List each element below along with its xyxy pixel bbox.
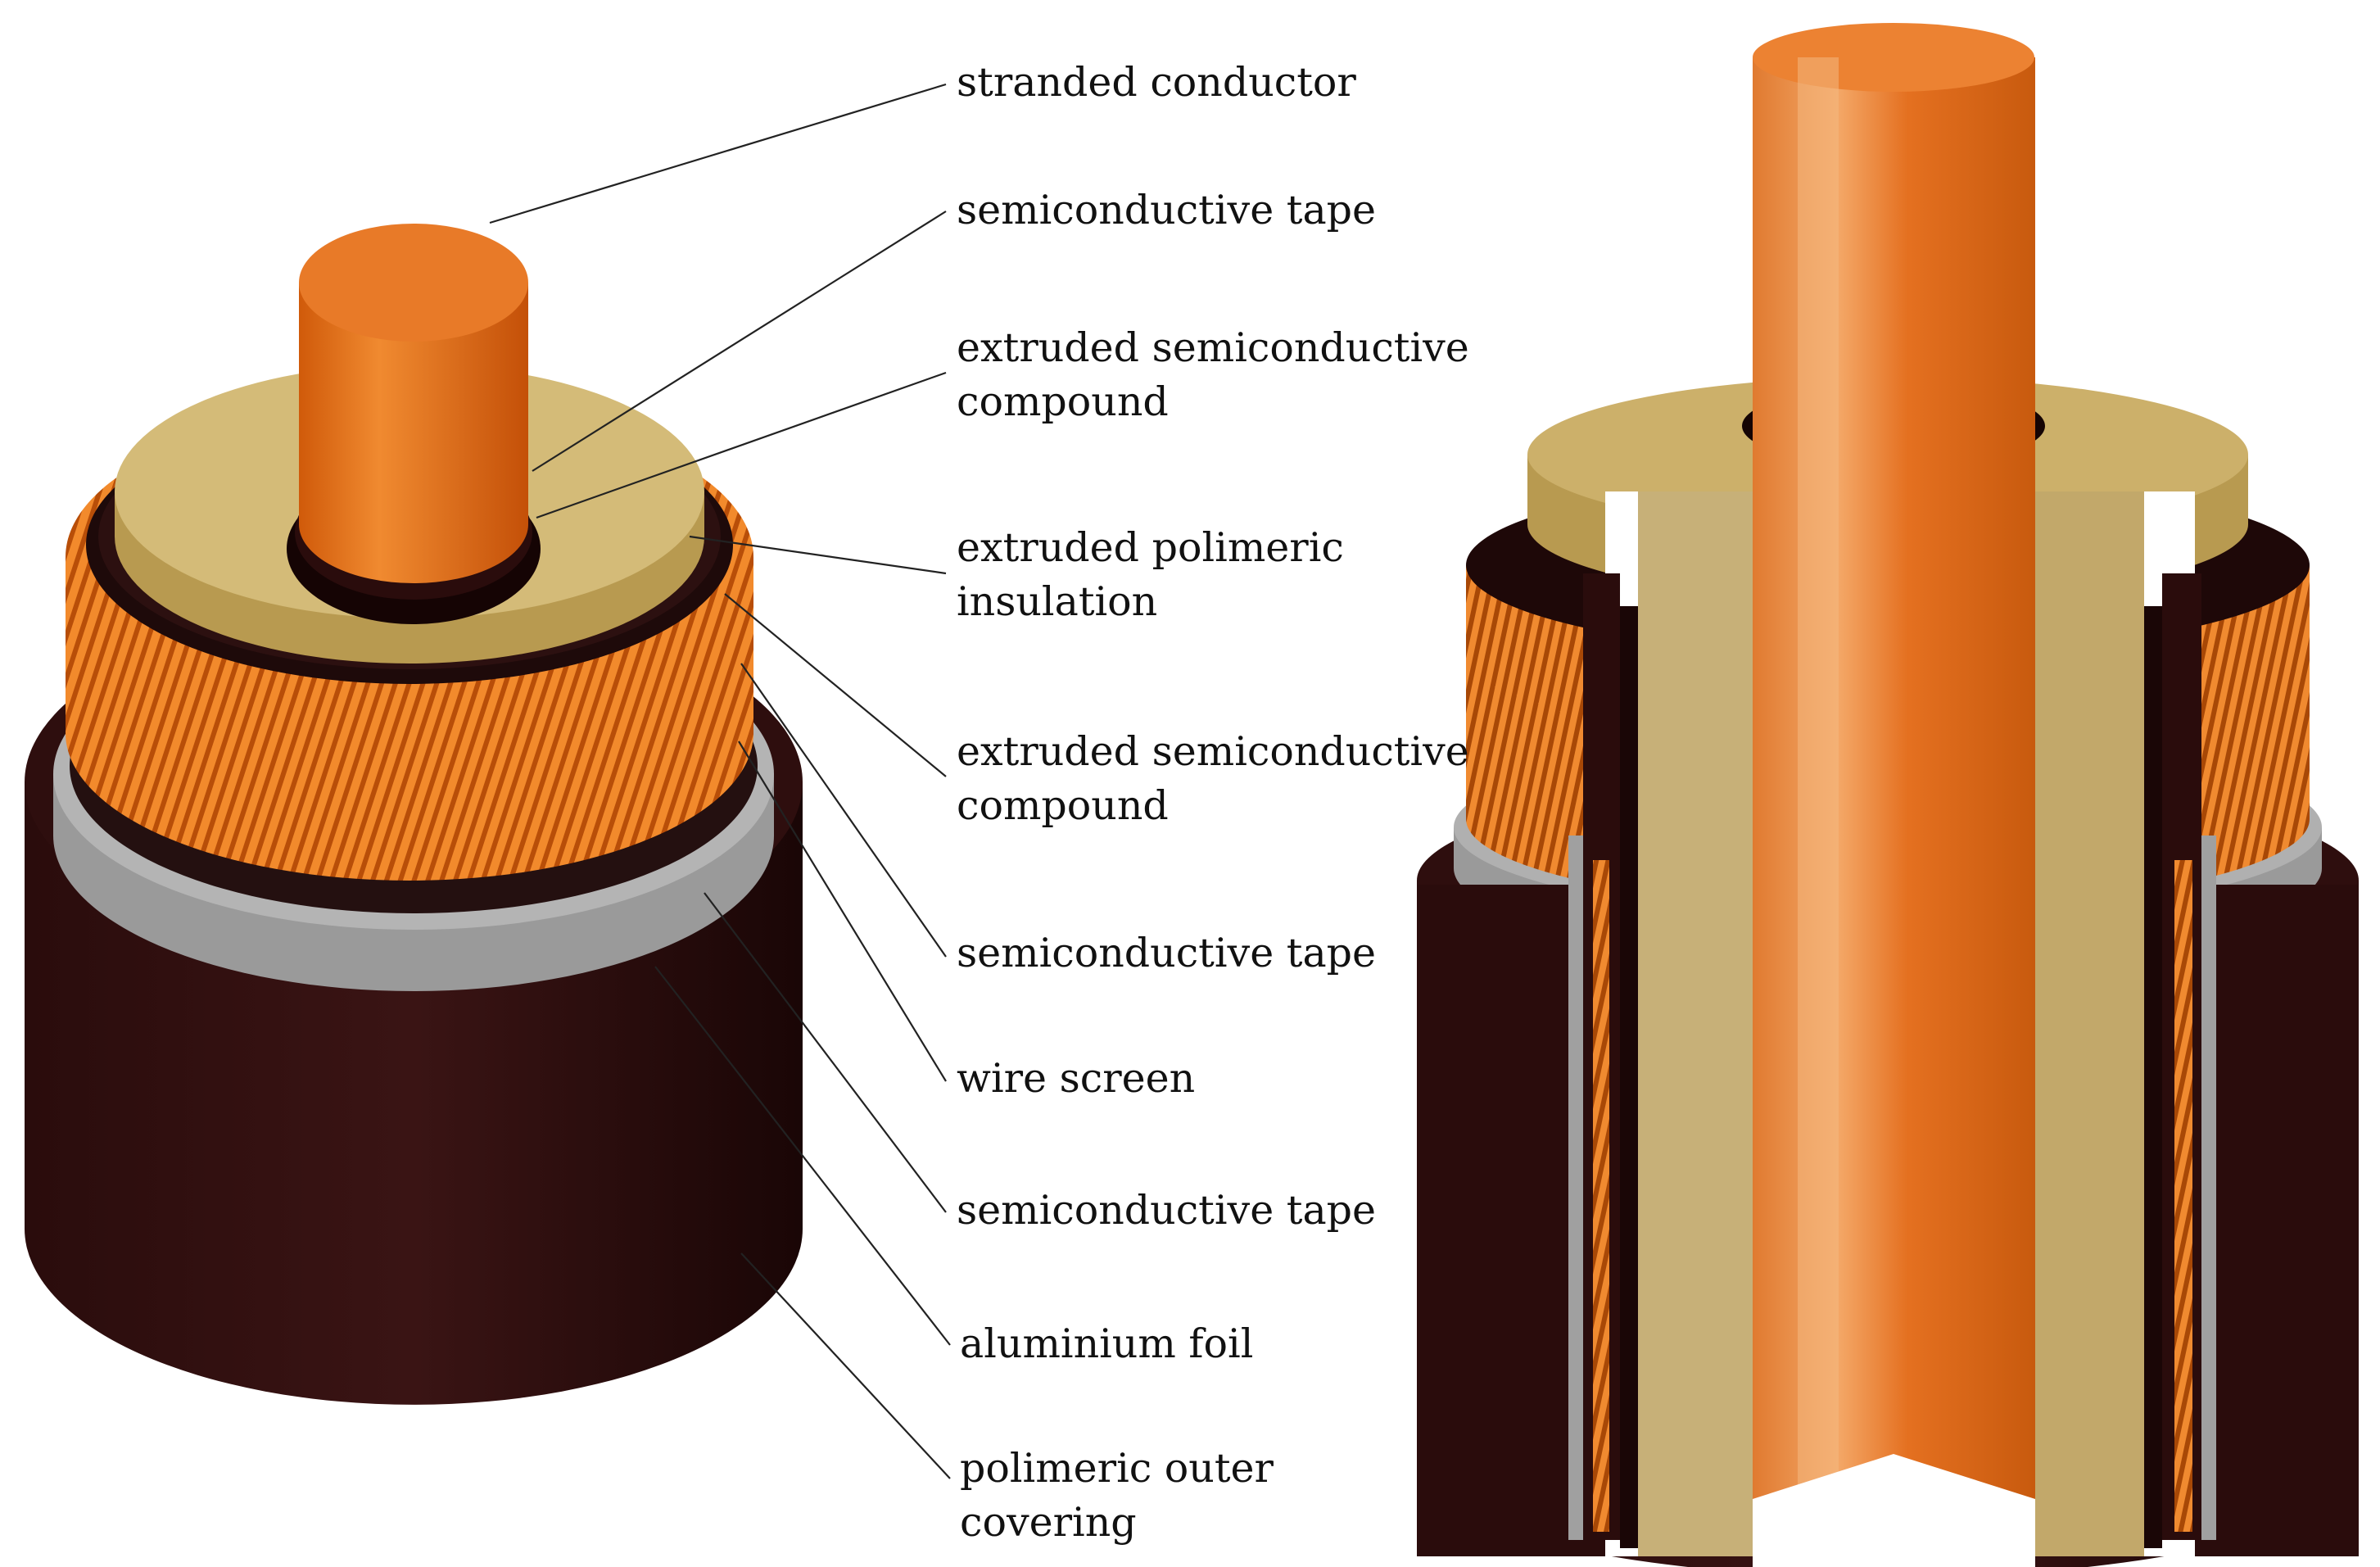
label-outer-covering-line1: polimeric outer <box>960 1445 1274 1492</box>
label-extruded-semiconductive-2-line1: extruded semiconductive <box>957 728 1469 775</box>
label-extruded-semiconductive-1-line2: compound <box>957 378 1169 425</box>
right-conductor-highlight <box>1798 57 1839 1556</box>
label-insulation-line2: insulation <box>957 578 1158 625</box>
leader-semiconductive-tape-2 <box>740 663 947 958</box>
left-stranded-conductor <box>299 283 528 583</box>
right-cut-semi-band-left <box>1620 606 1638 1548</box>
label-extruded-semiconductive-1-line1: extruded semiconductive <box>957 324 1469 371</box>
leader-aluminium-foil <box>654 966 951 1346</box>
leader-lines <box>489 83 951 1479</box>
right-cut-outer-right <box>2195 885 2359 1556</box>
right-cut-wire-right <box>2174 860 2192 1532</box>
right-cut-wire-left <box>1593 860 1609 1532</box>
right-cut-aluminium-right <box>2201 836 2216 1540</box>
label-semiconductive-tape-3: semiconductive tape <box>957 1187 1377 1234</box>
right-stranded-conductor <box>1753 57 2035 1556</box>
label-insulation-line1: extruded polimeric <box>957 524 1344 571</box>
leader-stranded-conductor <box>489 83 947 224</box>
right-cut-aluminium-left <box>1568 836 1583 1540</box>
right-cut-semi-band-right <box>2144 606 2162 1548</box>
leader-wire-screen <box>738 740 947 1082</box>
leader-extruded-semi-1 <box>536 371 947 519</box>
label-semiconductive-tape-1: semiconductive tape <box>957 187 1377 233</box>
left-stranded-conductor-top <box>299 224 528 342</box>
label-semiconductive-tape-2: semiconductive tape <box>957 930 1377 976</box>
label-outer-covering-line2: covering <box>960 1499 1137 1546</box>
label-stranded-conductor: stranded conductor <box>957 59 1356 106</box>
label-extruded-semiconductive-2-line2: compound <box>957 782 1169 829</box>
right-conductor-cut-notch <box>1753 1454 2035 1567</box>
right-cable-drawing <box>1417 23 2359 1567</box>
leader-outer-covering <box>740 1252 951 1479</box>
leader-semiconductive-tape-1 <box>532 211 947 472</box>
label-wire-screen: wire screen <box>957 1055 1196 1102</box>
leader-extruded-semi-2 <box>724 593 947 777</box>
leader-semiconductive-tape-3 <box>704 892 947 1213</box>
left-cable-drawing <box>25 224 803 1405</box>
leader-insulation <box>689 535 947 575</box>
right-stranded-conductor-top <box>1753 23 2034 92</box>
label-aluminium-foil: aluminium foil <box>960 1320 1254 1367</box>
